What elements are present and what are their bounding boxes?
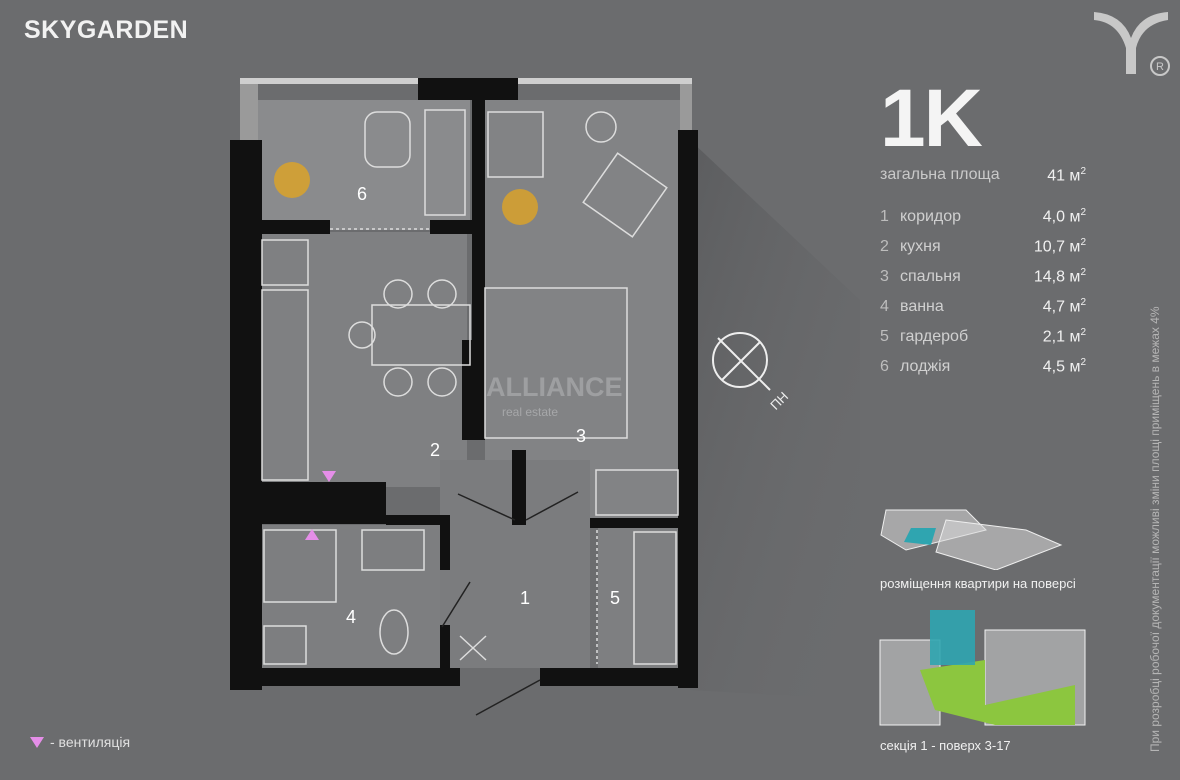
room-label-2: 2 [430,440,440,460]
vent-markers [305,471,336,540]
brand-title: SKYGARDEN [24,16,189,44]
room-name: гардероб [900,328,969,345]
total-area-label: загальна площа [880,166,1000,183]
room-name: ванна [900,298,944,315]
room-number: 5 [880,328,889,345]
room-area: 14,8 м [1033,268,1081,286]
room-name: лоджія [900,358,951,375]
room-number: 2 [880,238,889,255]
watermark-title: ALLIANCE [486,372,623,402]
svg-text:R: R [1156,61,1164,73]
room-area: 4,7 м [1042,298,1081,316]
watermark-subtitle: real estate [502,405,558,419]
room-number: 1 [880,208,889,225]
floor-plan: ALLIANCE real estate 1 2 3 4 5 6 ПН [230,78,860,716]
plants [274,162,538,225]
room-number: 3 [880,268,889,285]
room-name: кухня [900,238,941,255]
room-label-6: 6 [357,184,367,204]
room-number: 4 [880,298,889,315]
room-area: 10,7 м [1033,238,1081,256]
room-label-1: 1 [520,588,530,608]
room-label-4: 4 [346,607,356,627]
legend-label: - вентиляція [50,734,131,750]
room-name: спальня [900,268,961,285]
section-caption: секція 1 - поверх 3-17 [880,738,1011,753]
section-diagram [879,610,1086,726]
room-label-3: 3 [576,426,586,446]
room-label-5: 5 [610,588,620,608]
developer-logo: R [1094,12,1170,76]
legend: - вентиляція [30,734,130,750]
room-area: 4,0 м [1042,208,1081,226]
walls [230,78,698,690]
furniture [261,109,679,665]
room-area: 2,1 м [1042,328,1081,346]
total-area: загальна площа 41 м2 [880,166,1086,185]
door-swings [441,491,579,716]
room-number: 6 [880,358,889,375]
room-area: 4,5 м [1042,358,1081,376]
vent-triangle-icon [30,736,44,748]
floor-caption: розміщення квартири на поверсі [880,576,1076,591]
apartment-type: 1K [880,73,983,164]
disclaimer-note: При розробці робочої документації можлив… [1148,306,1162,752]
room-name: коридор [900,208,962,225]
compass-icon [712,332,771,391]
floor-location-diagram [880,509,1063,570]
plan-shadow [690,140,860,700]
total-area-value: 41 м [1047,167,1081,185]
